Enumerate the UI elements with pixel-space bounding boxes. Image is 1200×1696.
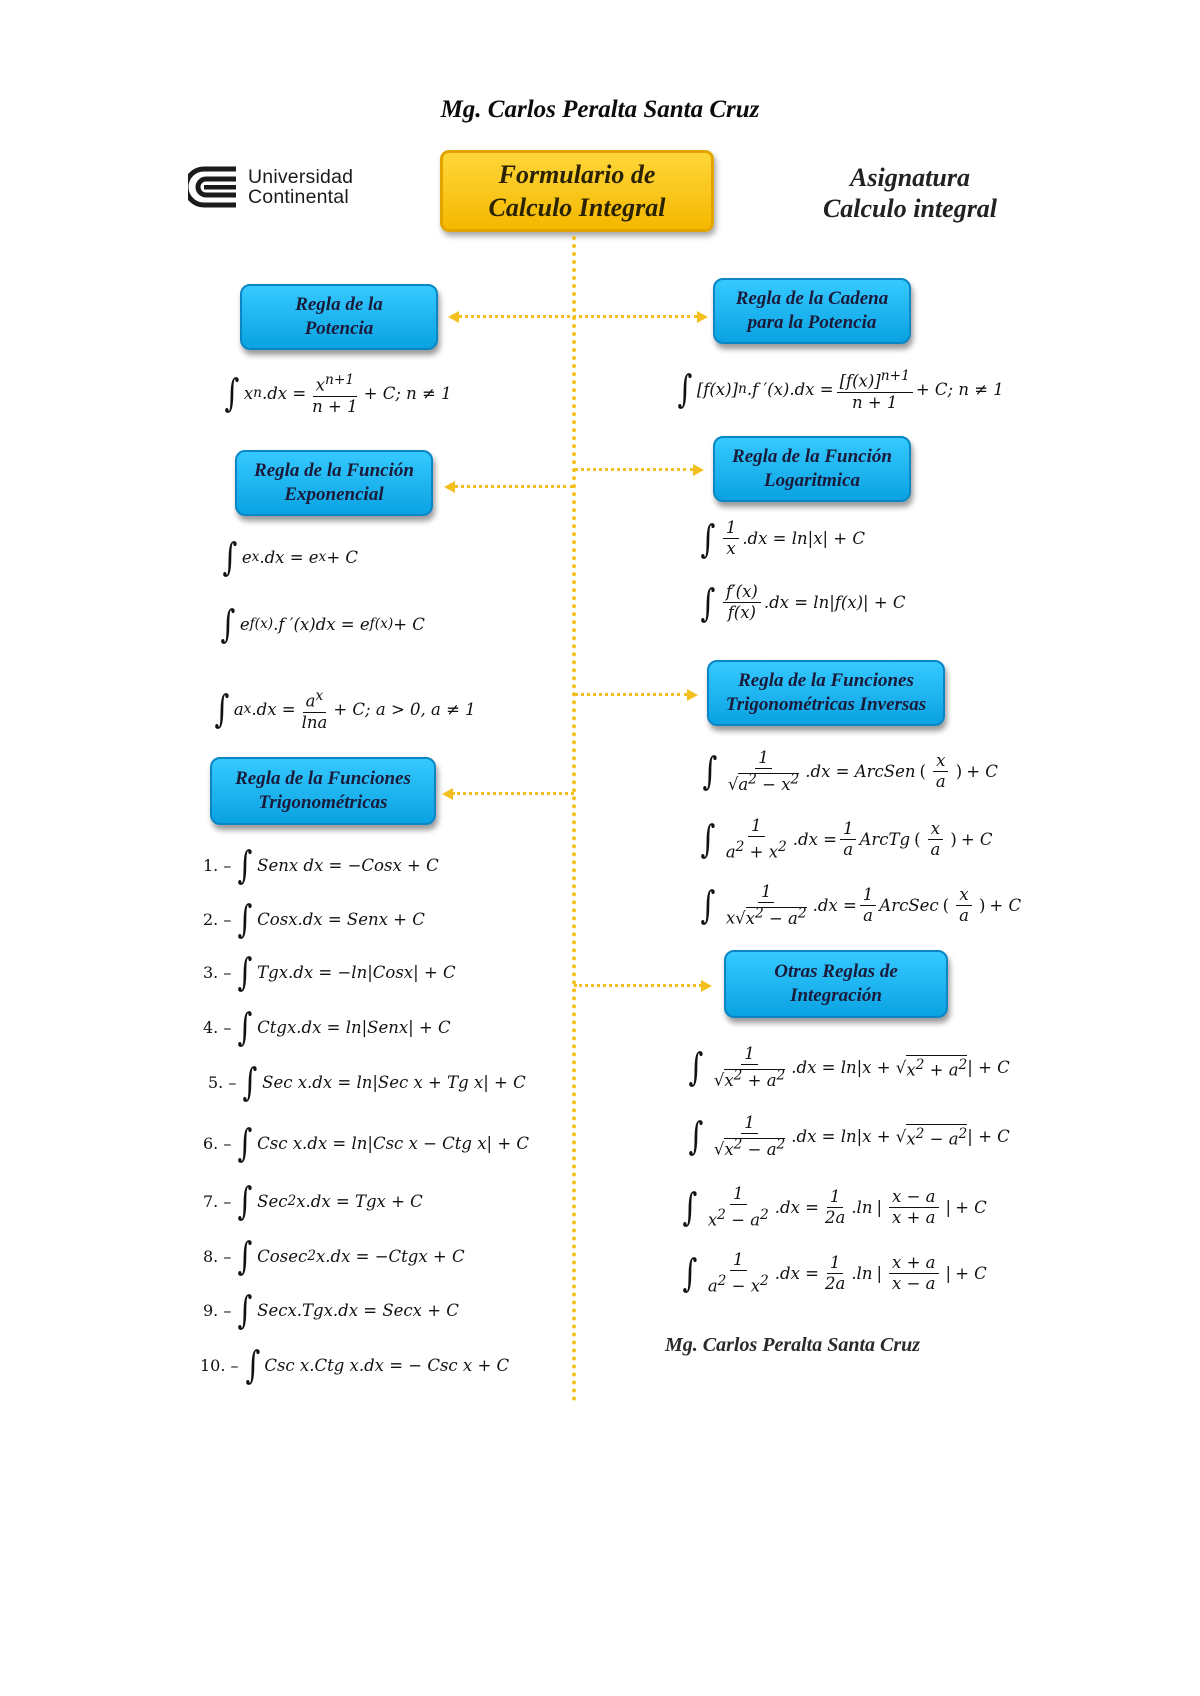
author-heading: Mg. Carlos Peralta Santa Cruz xyxy=(440,96,760,123)
university-logo: Universidad Continental xyxy=(188,166,353,208)
rule-cadena-line-1: Regla de la Cadena xyxy=(735,288,889,309)
rule-box-otras: Otras Reglas de Integración xyxy=(724,950,948,1018)
rule-exponencial-line-1: Regla de la Función xyxy=(254,460,414,481)
rule-otras-line-2: Integración xyxy=(790,985,882,1006)
arrow-right-icon xyxy=(701,980,712,992)
formula-number: 9. – xyxy=(203,1300,232,1320)
formula-ln-sqrt-plus: ∫1√x2 + a2.dx = ln|x + √x2 + a2| + C xyxy=(688,1044,1010,1090)
subject-line-2: Calculo integral xyxy=(822,194,998,223)
university-logo-icon xyxy=(188,166,236,208)
subject-label: Asignatura Calculo integral xyxy=(800,162,1020,224)
rule-trigonometricas-line-2: Trigonométricas xyxy=(258,792,388,813)
arrow-left-icon xyxy=(442,788,453,800)
subject-line-1: Asignatura xyxy=(850,163,970,192)
formula-number: 3. – xyxy=(203,962,232,982)
formula-number: 6. – xyxy=(203,1133,232,1153)
arrow-left-icon xyxy=(448,311,459,323)
connector-trigonometricas xyxy=(452,792,574,795)
formula-trig-10: 10. –∫Csc x.Ctg x.dx = − Csc x + C xyxy=(200,1343,510,1387)
formula-number: 4. – xyxy=(203,1017,232,1037)
arrow-left-icon xyxy=(444,481,455,493)
rule-exponencial-line-2: Exponencial xyxy=(284,484,384,505)
formula-trig-5: 5. –∫Sec x.dx = ln|Sec x + Tg x| + C xyxy=(208,1060,526,1104)
main-title-line-1: Formulario de xyxy=(498,160,656,189)
central-dotted-line xyxy=(572,236,576,1402)
author-footer: Mg. Carlos Peralta Santa Cruz xyxy=(665,1334,921,1356)
connector-otras xyxy=(574,984,702,987)
formula-number: 5. – xyxy=(208,1072,237,1092)
rule-otras-line-1: Otras Reglas de xyxy=(774,961,898,982)
connector-trig-inversas xyxy=(574,693,688,696)
rule-potencia-line-1: Regla de la xyxy=(295,294,383,315)
rule-box-potencia: Regla de la Potencia xyxy=(240,284,438,350)
rule-trig-inversas-line-1: Regla de la Funciones xyxy=(738,670,914,691)
connector-potencia-cadena xyxy=(458,315,698,318)
formula-log-chain: ∫f′(x)f(x).dx = ln|f(x)| + C xyxy=(700,580,906,625)
arrow-right-icon xyxy=(687,689,698,701)
rule-trig-inversas-line-2: Trigonométricas Inversas xyxy=(725,694,927,715)
formula-trig-3: 3. –∫Tgx.dx = −ln|Cosx| + C xyxy=(203,950,456,994)
formula-ln-sqrt-minus: ∫1√x2 − a2.dx = ln|x + √x2 − a2| + C xyxy=(688,1113,1010,1159)
formula-number: 7. – xyxy=(203,1191,232,1211)
main-title-box: Formulario de Calculo Integral xyxy=(440,150,714,232)
main-title-line-2: Calculo Integral xyxy=(488,193,666,222)
rule-logaritmica-line-2: Logaritmica xyxy=(763,470,861,491)
formula-trig-4: 4. –∫Ctgx.dx = ln|Senx| + C xyxy=(203,1005,451,1049)
logo-line-1: Universidad xyxy=(248,166,354,188)
arrow-right-icon xyxy=(693,464,704,476)
formula-trig-6: 6. –∫Csc x.dx = ln|Csc x − Ctg x| + C xyxy=(203,1121,530,1165)
formula-trig-2: 2. –∫Cosx.dx = Senx + C xyxy=(203,897,425,941)
formula-number: 2. – xyxy=(203,909,232,929)
formula-number: 1. – xyxy=(203,855,232,875)
logo-line-2: Continental xyxy=(248,186,349,208)
rule-cadena-line-2: para la Potencia xyxy=(747,312,877,333)
rule-potencia-line-2: Potencia xyxy=(304,318,374,339)
connector-exponencial xyxy=(454,485,574,488)
rule-trigonometricas-line-1: Regla de la Funciones xyxy=(235,768,411,789)
formula-trig-1: 1. –∫Senx dx = −Cosx + C xyxy=(203,843,439,887)
rule-logaritmica-line-1: Regla de la Función xyxy=(732,446,892,467)
arrow-right-icon xyxy=(697,311,708,323)
connector-logaritmica xyxy=(574,468,694,471)
formula-number: 10. – xyxy=(200,1355,239,1375)
formula-trig-9: 9. –∫Secx.Tgx.dx = Secx + C xyxy=(203,1288,459,1332)
rule-box-cadena: Regla de la Cadena para la Potencia xyxy=(713,278,911,344)
formula-number: 8. – xyxy=(203,1246,232,1266)
